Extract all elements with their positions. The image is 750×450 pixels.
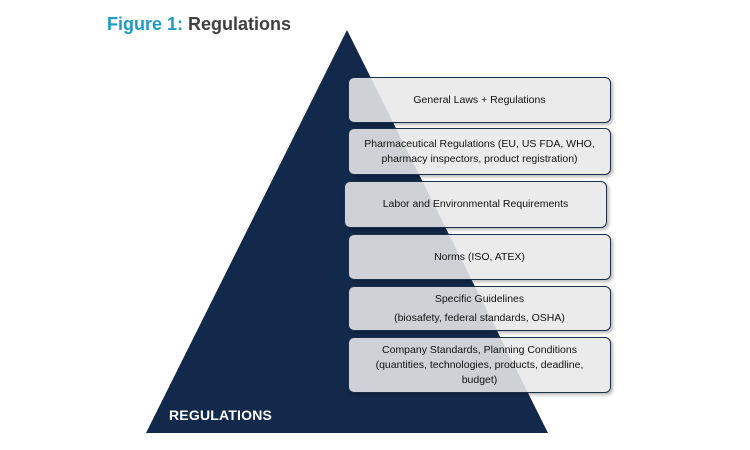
- level-box-labor-environmental: Labor and Environmental Requirements: [344, 181, 607, 228]
- figure-title: Figure 1: Regulations: [107, 14, 291, 35]
- pyramid-label: REGULATIONS: [169, 407, 273, 423]
- level-text-line: (quantities, technologies, products, dea…: [375, 358, 584, 371]
- level-text-line: (biosafety, federal standards, OSHA): [394, 311, 565, 324]
- level-text-line: Company Standards, Planning Conditions: [382, 343, 577, 356]
- level-box-pharmaceutical-regulations: Pharmaceutical Regulations (EU, US FDA, …: [348, 128, 611, 175]
- pyramid-triangle: [146, 30, 548, 433]
- level-box-specific-guidelines: Specific Guidelines (biosafety, federal …: [348, 286, 611, 331]
- level-text-line: Pharmaceutical Regulations (EU, US FDA, …: [364, 137, 595, 150]
- level-box-norms: Norms (ISO, ATEX): [348, 234, 611, 280]
- level-box-general-laws: General Laws + Regulations: [348, 77, 611, 123]
- figure-title-text: Regulations: [188, 14, 292, 34]
- level-box-company-standards: Company Standards, Planning Conditions (…: [348, 337, 611, 393]
- level-text-line: pharmacy inspectors, product registratio…: [381, 152, 578, 165]
- level-text-line: Labor and Environmental Requirements: [382, 198, 569, 210]
- level-text-line: budget): [461, 373, 498, 386]
- level-text-line: Specific Guidelines: [434, 292, 525, 305]
- level-text-line: General Laws + Regulations: [413, 93, 546, 106]
- level-text-line: Norms (ISO, ATEX): [434, 250, 525, 263]
- figure-title-prefix: Figure 1:: [107, 14, 184, 34]
